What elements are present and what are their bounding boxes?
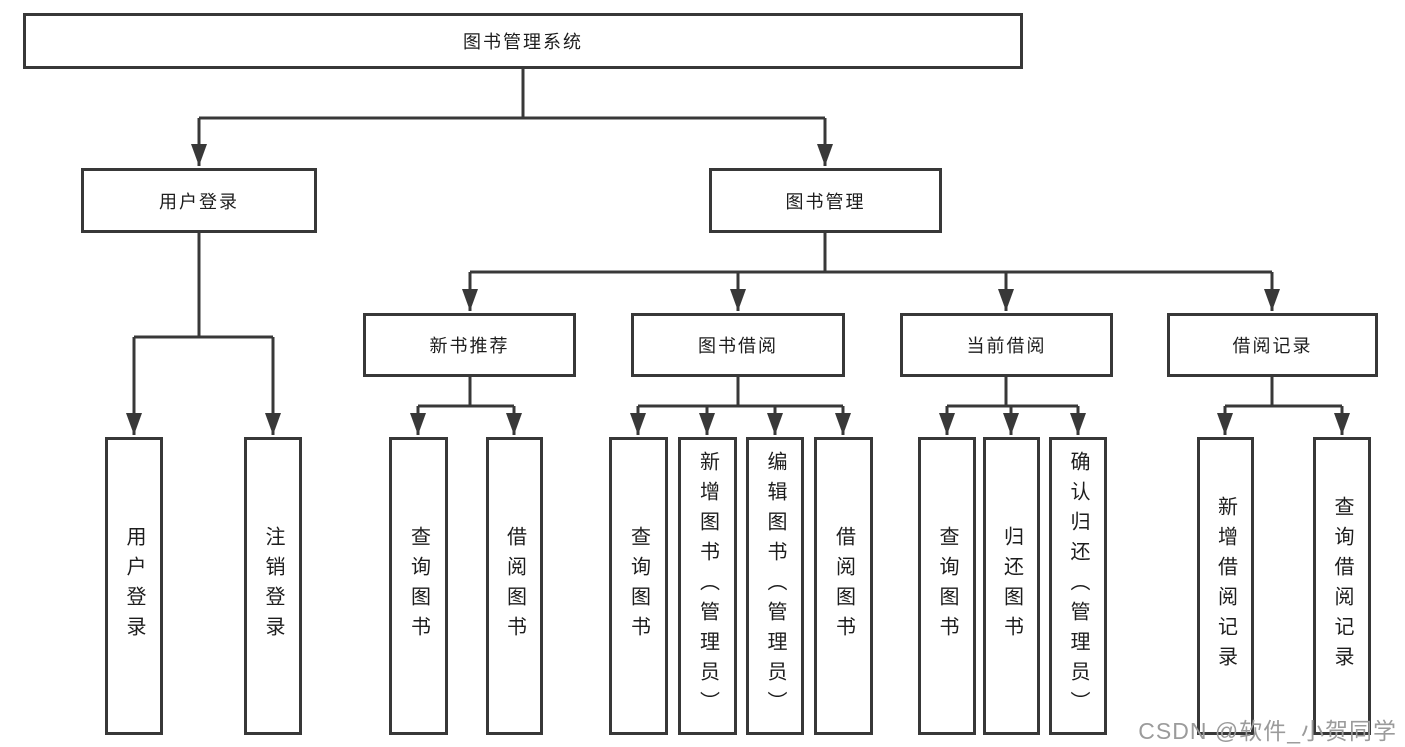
connector-root-to-level2 [191, 69, 833, 166]
node-library-management-system: 图书管理系统 [23, 13, 1023, 69]
node-label: 查询借阅记录 [1331, 496, 1353, 676]
node-label: 借阅记录 [1232, 336, 1313, 356]
connector-book-borrow-subtree [630, 377, 851, 435]
node-query-books-2: 查询图书 [609, 437, 668, 735]
connector-borrow-record-subtree [1217, 377, 1350, 435]
node-user-login-action: 用户登录 [105, 437, 163, 735]
node-label: 当前借阅 [966, 336, 1047, 356]
node-label: 查询图书 [407, 526, 430, 646]
node-label: 借阅图书 [832, 526, 855, 646]
node-book-borrowing: 图书借阅 [631, 313, 845, 377]
node-label: 用户登录 [123, 526, 145, 646]
node-query-books-1: 查询图书 [389, 437, 448, 735]
node-label: 确认归还（管理员） [1067, 451, 1089, 721]
node-label: 用户登录 [159, 191, 239, 212]
node-label: 编辑图书（管理员） [764, 451, 786, 721]
node-user-login: 用户登录 [81, 168, 317, 233]
node-label: 图书管理系统 [463, 32, 583, 52]
node-confirm-return-admin: 确认归还（管理员） [1049, 437, 1107, 735]
node-add-books-admin: 新增图书（管理员） [678, 437, 737, 735]
node-label: 归还图书 [1000, 526, 1023, 646]
node-borrow-books-2: 借阅图书 [814, 437, 873, 735]
node-book-management: 图书管理 [709, 168, 942, 233]
node-label: 图书借阅 [698, 336, 778, 356]
node-edit-books-admin: 编辑图书（管理员） [746, 437, 804, 735]
node-query-books-3: 查询图书 [918, 437, 976, 735]
connector-current-borrow-subtree [939, 377, 1086, 435]
node-label: 图书管理 [785, 191, 866, 212]
node-borrow-books-1: 借阅图书 [486, 437, 543, 735]
connector-book-management-subtree [462, 233, 1280, 311]
node-label: 新增图书（管理员） [696, 451, 719, 721]
node-label: 注销登录 [262, 526, 284, 646]
connector-new-book-subtree [410, 377, 522, 435]
node-logout-action: 注销登录 [244, 437, 302, 735]
connector-user-login-subtree [126, 233, 281, 435]
node-add-borrow-record: 新增借阅记录 [1197, 437, 1254, 735]
node-label: 查询图书 [936, 526, 958, 646]
node-query-borrow-record: 查询借阅记录 [1313, 437, 1371, 735]
node-current-borrowing: 当前借阅 [900, 313, 1113, 377]
watermark: CSDN @软件_小贺同学 [1138, 718, 1397, 744]
node-return-books: 归还图书 [983, 437, 1040, 735]
node-label: 查询图书 [627, 526, 650, 646]
node-borrowing-records: 借阅记录 [1167, 313, 1378, 377]
node-label: 新书推荐 [429, 336, 510, 356]
node-label: 新增借阅记录 [1214, 496, 1237, 676]
node-new-book-recommendation: 新书推荐 [363, 313, 576, 377]
node-label: 借阅图书 [503, 526, 526, 646]
